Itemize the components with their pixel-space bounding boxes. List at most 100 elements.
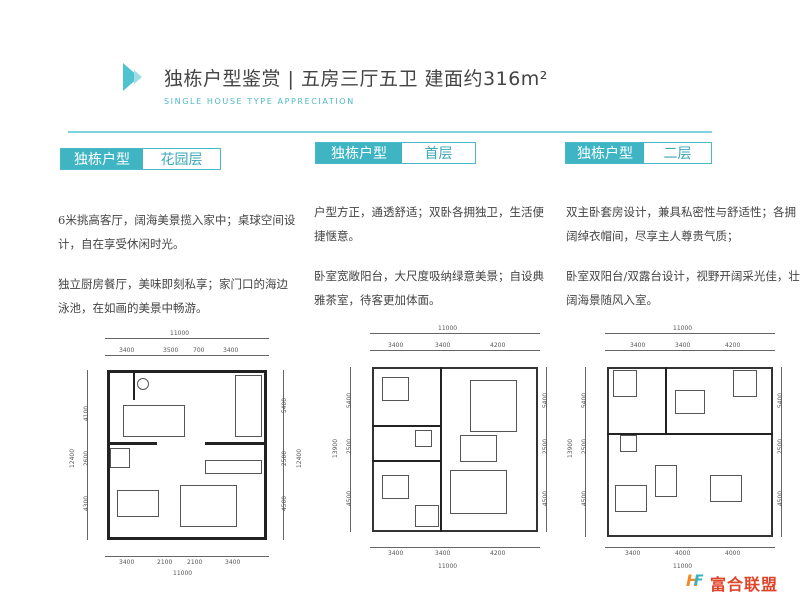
- dim-line: [605, 350, 775, 351]
- dim-left: 2500: [581, 438, 589, 455]
- dim-bottom-part: 4000: [725, 550, 741, 557]
- bathroom-icon: [415, 505, 439, 527]
- header-divider: [68, 131, 712, 133]
- dim-line: [105, 556, 269, 557]
- second-floor-plan: 11000 3400 3400 4200 5400 2500 4500 1390…: [567, 325, 790, 580]
- dim-bottom-part: 4000: [675, 550, 691, 557]
- dim-line: [605, 547, 775, 548]
- second-desc-paragraph: 双主卧套房设计，兼具私密性与舒适性；各拥阔绰衣帽间，尽享主人尊贵气质；: [566, 205, 796, 243]
- wall: [665, 367, 667, 433]
- garden-desc-paragraph: 独立厨房餐厅，美味即刻私享；家门口的海边泳池，在如画的美景中畅游。: [58, 277, 288, 315]
- wall: [607, 433, 773, 435]
- dim-right: 5400: [281, 397, 289, 414]
- tab-first-floor: 独栋户型 首层: [315, 142, 476, 164]
- sofa-icon: [117, 490, 159, 517]
- tab-second-floor-type: 独栋户型: [566, 143, 644, 163]
- dim-bottom-part: 2100: [187, 559, 203, 566]
- dim-top-part: 3400: [435, 342, 451, 349]
- dim-top-part: 3400: [630, 342, 646, 349]
- header-triangle-inner-icon: [134, 70, 142, 84]
- elevator-icon: [110, 448, 130, 468]
- sofa-set-icon: [470, 380, 517, 432]
- billiard-table-icon: [123, 405, 185, 437]
- tab-garden-floor-name: 花园层: [143, 149, 220, 169]
- dim-right-total: 12400: [296, 448, 304, 469]
- terrace-icon: [613, 370, 637, 397]
- stair-icon: [205, 460, 262, 474]
- dim-left: 2600: [83, 450, 91, 467]
- dim-line: [605, 333, 775, 334]
- dim-top-total: 11000: [170, 330, 190, 337]
- dim-line: [585, 367, 586, 537]
- first-desc-paragraph: 户型方正，通透舒适；双卧各拥独卫，生活便捷惬意。: [314, 205, 544, 243]
- dim-right: 4500: [542, 490, 550, 507]
- tab-garden-floor: 独栋户型 花园层: [60, 148, 221, 170]
- tab-second-floor: 独栋户型 二层: [565, 142, 712, 164]
- dim-bottom-total: 11000: [673, 563, 693, 570]
- dim-line: [283, 370, 284, 540]
- dim-left-total: 12400: [69, 448, 77, 469]
- dim-top-part: 3400: [119, 347, 135, 354]
- dim-left: 5400: [346, 392, 354, 409]
- dim-top-part: 3400: [675, 342, 691, 349]
- dim-top-total: 11000: [673, 325, 693, 332]
- dim-top-part: 3400: [388, 342, 404, 349]
- dim-line: [105, 338, 269, 339]
- closet-icon: [655, 465, 677, 497]
- dim-top-part: 3400: [223, 347, 239, 354]
- wall: [440, 367, 442, 532]
- first-outline: [372, 367, 538, 532]
- dim-line: [370, 333, 540, 334]
- second-desc-paragraph: 卧室双阳台/双露台设计，视野开阔采光佳，壮阔海景随风入室。: [566, 269, 800, 307]
- dim-left: 4300: [83, 495, 91, 512]
- dim-bottom-part: 3400: [225, 559, 241, 566]
- dim-top-part: 4200: [725, 342, 741, 349]
- logo-text: 富合联盟: [710, 575, 779, 594]
- terrace-icon: [733, 370, 757, 397]
- dim-top-part: 4200: [490, 342, 506, 349]
- kitchen-counter-icon: [235, 375, 262, 437]
- dim-bottom-total: 11000: [173, 570, 193, 577]
- first-desc-paragraph: 卧室宽敞阳台，大尺度吸纳绿意美景；自设典雅茶室，待客更加体面。: [314, 269, 544, 307]
- dim-line: [370, 350, 540, 351]
- garden-floor-plan: 11000 3400 3500 700 3400 4100 2600 4300 …: [69, 330, 304, 580]
- dim-bottom-total: 11000: [438, 563, 458, 570]
- tea-room-icon: [450, 470, 507, 514]
- bed-icon: [675, 390, 705, 414]
- first-floor-description: 户型方正，通透舒适；双卧各拥独卫，生活便捷惬意。 卧室宽敞阳台，大尺度吸纳绿意美…: [314, 200, 554, 328]
- garden-floor-description: 6米挑高客厅，阔海美景揽入家中；桌球空间设计，自在享受休闲时光。 独立厨房餐厅，…: [58, 208, 296, 336]
- page-title: 独栋户型鉴赏 | 五房三厅五卫 建面约316m²: [164, 68, 548, 90]
- tab-garden-floor-type: 独栋户型: [61, 149, 143, 169]
- dim-right: 5400: [777, 392, 785, 409]
- round-table-icon: [137, 378, 149, 390]
- wall: [133, 370, 135, 400]
- dim-bottom-part: 4200: [490, 550, 506, 557]
- dim-top-part: 3500: [163, 347, 179, 354]
- dim-right: 2500: [542, 438, 550, 455]
- wall: [372, 460, 442, 462]
- dim-right: 4500: [281, 495, 289, 512]
- first-floor-plan: 11000 3400 3400 4200 5400 2500 4500 1390…: [332, 325, 555, 580]
- dim-line: [350, 367, 351, 532]
- dim-line: [87, 370, 88, 540]
- elevator-icon: [415, 430, 432, 447]
- dining-table-icon: [180, 485, 237, 527]
- dim-right: 2500: [281, 450, 289, 467]
- dim-right: 4500: [777, 490, 785, 507]
- logo-mark-icon: H: [686, 571, 700, 590]
- dim-left: 4500: [581, 490, 589, 507]
- second-outline: [607, 367, 773, 537]
- dim-left: 4500: [346, 490, 354, 507]
- wall: [372, 425, 442, 427]
- elevator-icon: [620, 435, 637, 452]
- dim-bottom-part: 2100: [157, 559, 173, 566]
- tab-first-floor-type: 独栋户型: [316, 143, 402, 163]
- garden-outline: [107, 370, 267, 540]
- bed-icon: [710, 475, 742, 502]
- dim-line: [546, 367, 547, 532]
- dim-line: [370, 547, 540, 548]
- dim-left-total: 13900: [567, 438, 575, 459]
- bed-icon: [382, 377, 409, 401]
- dim-right: 5400: [542, 392, 550, 409]
- wall: [205, 442, 267, 445]
